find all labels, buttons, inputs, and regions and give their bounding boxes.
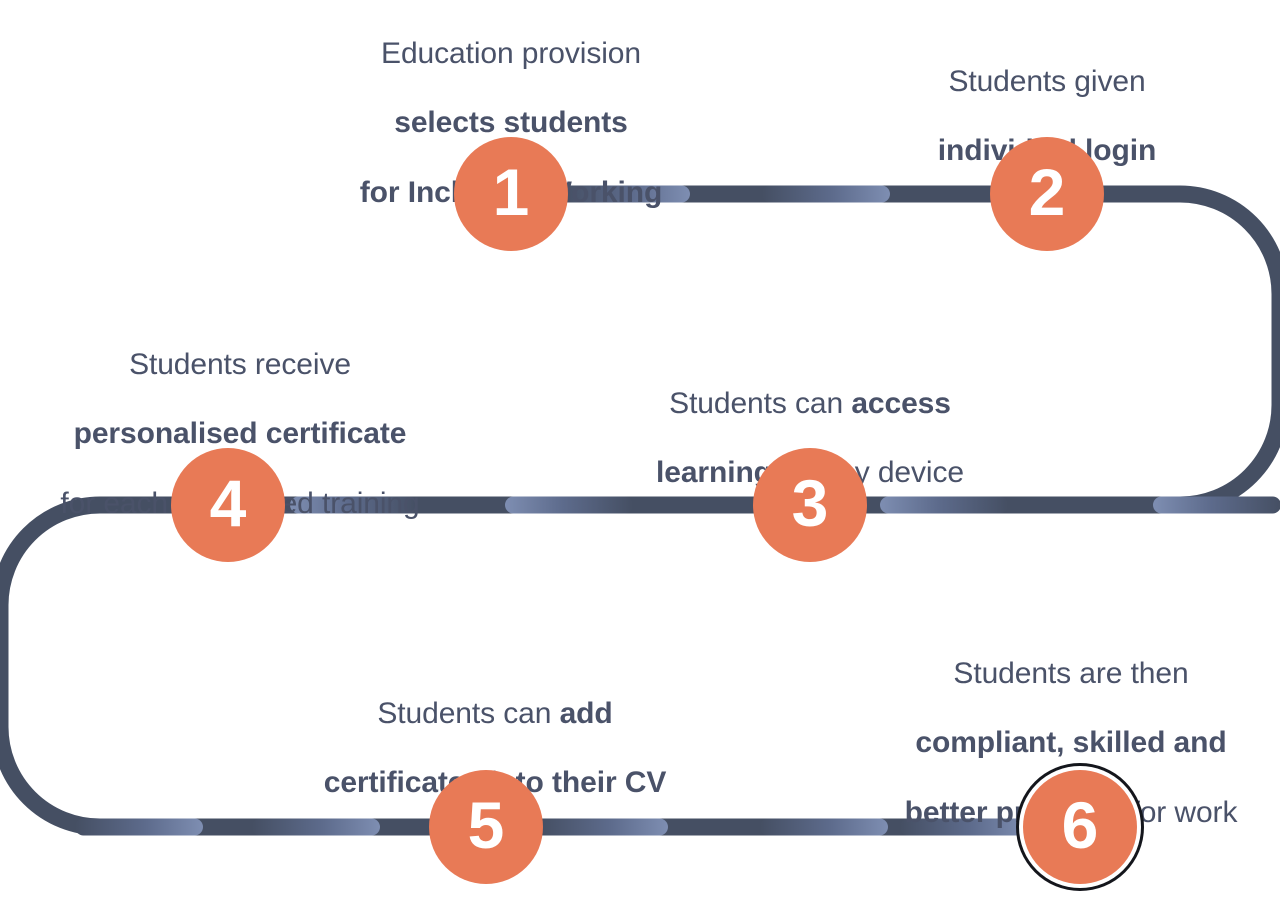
- step-2-line-1: Students given: [948, 64, 1146, 98]
- step-6-line-1: Students are then: [953, 656, 1189, 690]
- step-6-line-3b: for work: [1123, 795, 1238, 829]
- step-node-3[interactable]: 3: [753, 448, 867, 562]
- connector-highlight-row3: [75, 818, 1028, 836]
- step-3-line-1b: access: [851, 386, 951, 420]
- step-5-line-1a: Students can: [377, 696, 560, 730]
- step-node-6[interactable]: 6: [1023, 770, 1137, 884]
- step-6-line-2: compliant, skilled and: [915, 726, 1227, 760]
- step-1-line-1: Education provision: [381, 36, 641, 70]
- step-3-line-1a: Students can: [669, 386, 852, 420]
- step-4-line-1: Students receive: [129, 347, 351, 381]
- step-2-label: Students given individual login: [840, 30, 1254, 169]
- step-number-2: 2: [1028, 155, 1066, 229]
- step-node-2[interactable]: 2: [990, 137, 1104, 251]
- connector-track: [0, 185, 1280, 836]
- step-number-4: 4: [209, 466, 247, 540]
- step-node-1[interactable]: 1: [454, 137, 568, 251]
- step-number-3: 3: [791, 466, 829, 540]
- step-number-5: 5: [467, 788, 505, 862]
- step-number-6: 6: [1061, 788, 1099, 862]
- step-5-line-1b: add: [559, 696, 613, 730]
- step-node-4[interactable]: 4: [171, 448, 285, 562]
- step-node-5[interactable]: 5: [429, 770, 543, 884]
- connector-highlight-row2: [290, 496, 1280, 514]
- step-3-line-2a: learning: [656, 456, 772, 490]
- step-1-line-2: selects students: [394, 106, 628, 140]
- step-4-line-2: personalised certificate: [73, 417, 407, 451]
- step-number-1: 1: [492, 155, 530, 229]
- connector-highlight-row1: [562, 185, 890, 203]
